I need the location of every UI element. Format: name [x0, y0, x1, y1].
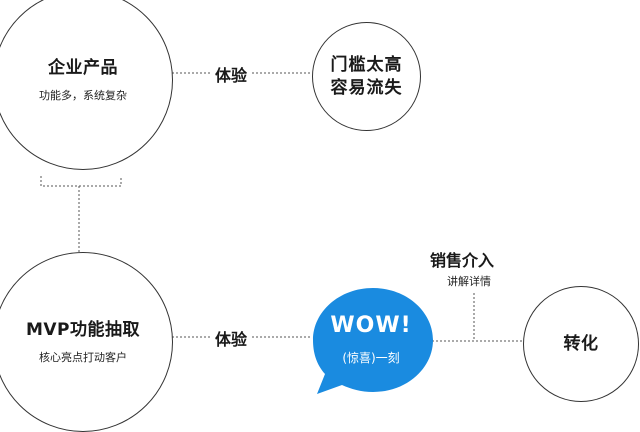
conversion-title: 转化 — [563, 333, 599, 354]
mvp-title: MVP功能抽取 — [25, 319, 141, 340]
wow-caption: (惊喜)一刻 — [342, 351, 400, 365]
bracket-top — [40, 176, 122, 187]
wow-text: WOW! — [330, 313, 412, 338]
threshold-node: 门槛太高 容易流失 — [312, 22, 421, 131]
enterprise-product-title: 企业产品 — [48, 57, 118, 78]
enterprise-product-node: 企业产品 功能多，系统复杂 — [0, 0, 173, 170]
threshold-line-2: 容易流失 — [330, 77, 403, 98]
sales-subtitle: 讲解详情 — [447, 275, 491, 288]
sales-title: 销售介入 — [430, 247, 495, 271]
wow-bubble-shape — [313, 288, 433, 394]
mvp-node: MVP功能抽取 核心亮点打动客户 — [0, 252, 173, 432]
wow-bubble — [313, 288, 433, 394]
mvp-subtitle: 核心亮点打动客户 — [39, 351, 127, 365]
conversion-node: 转化 — [523, 286, 639, 402]
threshold-line-1: 门槛太高 — [330, 54, 403, 75]
top-experience-label: 体验 — [211, 62, 252, 86]
bottom-experience-label: 体验 — [211, 326, 252, 350]
enterprise-product-subtitle: 功能多，系统复杂 — [39, 89, 127, 103]
